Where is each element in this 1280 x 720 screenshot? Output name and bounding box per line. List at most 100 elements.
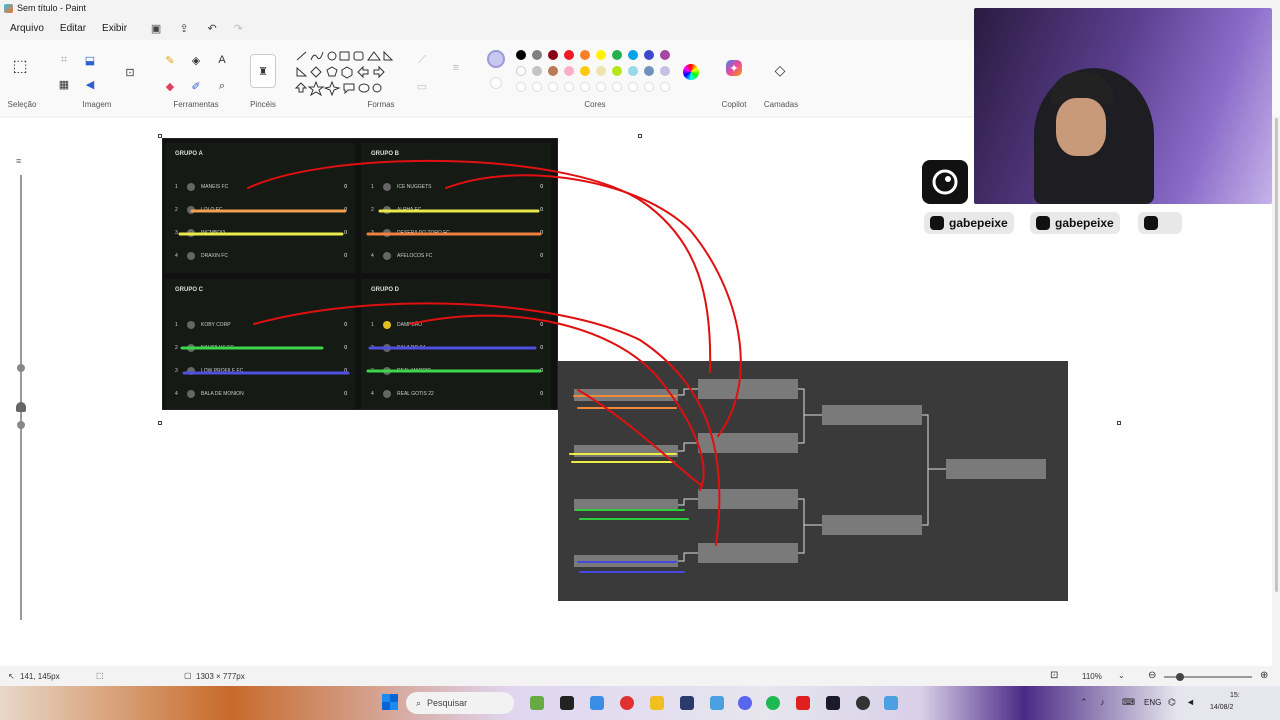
color-swatch[interactable] <box>596 66 606 76</box>
active-color-swatch[interactable] <box>487 50 505 68</box>
color-swatch[interactable] <box>660 66 670 76</box>
fill-icon[interactable]: ◈ <box>191 54 201 67</box>
app-icon[interactable] <box>826 696 840 710</box>
spotify-icon[interactable] <box>766 696 780 710</box>
color-swatch[interactable] <box>644 50 654 60</box>
app-icon[interactable] <box>710 696 724 710</box>
fit-to-window-icon[interactable]: ⊡ <box>1050 670 1059 681</box>
network-icon[interactable]: ⌬ <box>1168 697 1176 707</box>
menu-arquivo[interactable]: Arquivo <box>10 22 44 34</box>
color-swatch[interactable] <box>532 50 542 60</box>
resize-icon[interactable]: ⬓ <box>84 54 96 67</box>
color-swatch[interactable] <box>580 50 590 60</box>
color-swatch[interactable] <box>580 66 590 76</box>
keyboard-icon[interactable]: ⌨ <box>1122 697 1135 707</box>
language-indicator[interactable]: ENG <box>1144 698 1162 707</box>
clock-date[interactable]: 14/08/2 <box>1210 704 1234 711</box>
custom-color-slot[interactable] <box>516 82 526 92</box>
row-pos: 4 <box>175 391 178 397</box>
zoom-out-icon[interactable]: ⊖ <box>1148 670 1157 681</box>
mic-icon[interactable]: ♪ <box>1100 697 1105 707</box>
remove-background-icon[interactable]: ▦ <box>58 78 70 91</box>
custom-color-slot[interactable] <box>660 82 670 92</box>
image-select-icon[interactable]: ⊡ <box>125 66 135 79</box>
selection-handle[interactable] <box>158 134 162 138</box>
outline-icon[interactable]: ⟋ <box>418 53 426 66</box>
save-icon[interactable]: ▣ <box>150 22 162 35</box>
color-swatch[interactable] <box>596 50 606 60</box>
slider-thumb[interactable] <box>17 364 25 372</box>
tray-chevron-icon[interactable]: ⌃ <box>1080 697 1088 707</box>
secondary-color-swatch[interactable] <box>490 77 502 89</box>
color-swatch[interactable] <box>564 66 574 76</box>
color-swatch[interactable] <box>644 66 654 76</box>
redo-icon[interactable]: ↷ <box>233 22 243 35</box>
copilot-taskbar-icon[interactable] <box>590 696 604 710</box>
color-swatch[interactable] <box>516 66 526 76</box>
taskbar-search[interactable]: ⌕ Pesquisar <box>406 692 514 714</box>
paint-taskbar-icon[interactable] <box>884 696 898 710</box>
copilot-icon[interactable]: ✦ <box>726 60 742 76</box>
zoom-dropdown-icon[interactable]: ⌄ <box>1118 671 1125 680</box>
color-swatch[interactable] <box>612 50 622 60</box>
app-icon[interactable] <box>680 696 694 710</box>
custom-color-slot[interactable] <box>596 82 606 92</box>
team-crest-icon <box>187 367 195 375</box>
crop-icon[interactable]: ⌗ <box>60 53 68 66</box>
custom-color-slot[interactable] <box>628 82 638 92</box>
undo-icon[interactable]: ↶ <box>207 22 217 35</box>
pencil-icon[interactable]: ✎ <box>165 54 175 67</box>
eraser-icon[interactable]: ◆ <box>165 80 175 93</box>
size-icon[interactable]: ≡ <box>452 62 460 74</box>
collapse-icon[interactable]: ≡ <box>16 156 22 166</box>
color-swatch[interactable] <box>564 50 574 60</box>
color-swatch[interactable] <box>548 50 558 60</box>
color-swatch[interactable] <box>660 50 670 60</box>
opera-icon[interactable] <box>620 696 634 710</box>
share-icon[interactable]: ⇪ <box>179 22 189 35</box>
layers-icon[interactable]: ◇ <box>774 61 786 78</box>
vertical-scrollbar[interactable] <box>1274 118 1280 592</box>
volume-icon[interactable]: ◄ <box>1186 697 1195 707</box>
widget-icon[interactable] <box>530 696 544 710</box>
color-picker-icon[interactable]: ✐ <box>191 80 201 93</box>
obs-icon[interactable] <box>856 696 870 710</box>
color-swatch[interactable] <box>516 50 526 60</box>
clock-time[interactable]: 15: <box>1230 692 1240 699</box>
menu-exibir[interactable]: Exibir <box>102 22 128 34</box>
edit-colors-icon[interactable] <box>683 64 699 80</box>
file-explorer-icon[interactable] <box>650 696 664 710</box>
rotate-icon[interactable]: ◀ <box>85 78 95 91</box>
brush-icon[interactable]: ♜ <box>250 54 276 88</box>
custom-color-slot[interactable] <box>580 82 590 92</box>
custom-color-slot[interactable] <box>612 82 622 92</box>
color-swatch[interactable] <box>628 66 638 76</box>
zoom-slider[interactable] <box>1164 676 1252 678</box>
selection-handle[interactable] <box>158 421 162 425</box>
shapes-gallery[interactable] <box>294 50 400 102</box>
text-icon[interactable]: A <box>218 54 226 66</box>
color-swatch[interactable] <box>628 50 638 60</box>
zoom-in-icon[interactable]: ⊕ <box>1260 670 1269 681</box>
custom-color-slot[interactable] <box>548 82 558 92</box>
color-swatch[interactable] <box>548 66 558 76</box>
color-swatch[interactable] <box>532 66 542 76</box>
selection-handle[interactable] <box>638 134 642 138</box>
app-icon[interactable] <box>796 696 810 710</box>
zoom-slider-thumb[interactable] <box>1176 673 1184 681</box>
custom-color-slot[interactable] <box>564 82 574 92</box>
shape-fill-icon[interactable]: ▭ <box>416 80 428 93</box>
selection-handle[interactable] <box>1117 421 1121 425</box>
discord-icon[interactable] <box>738 696 752 710</box>
slider-thumb-2[interactable] <box>17 421 25 429</box>
color-swatch[interactable] <box>612 66 622 76</box>
custom-color-slot[interactable] <box>644 82 654 92</box>
windows-start-icon[interactable] <box>382 694 398 710</box>
menu-editar[interactable]: Editar <box>59 22 87 34</box>
zoom-level[interactable]: 110% <box>1082 672 1102 681</box>
task-view-icon[interactable] <box>560 696 574 710</box>
select-icon[interactable]: ⬚ <box>12 58 28 75</box>
magnifier-icon[interactable]: ⌕ <box>218 79 226 92</box>
custom-color-slot[interactable] <box>532 82 542 92</box>
zoom-vertical-slider[interactable] <box>20 175 22 620</box>
